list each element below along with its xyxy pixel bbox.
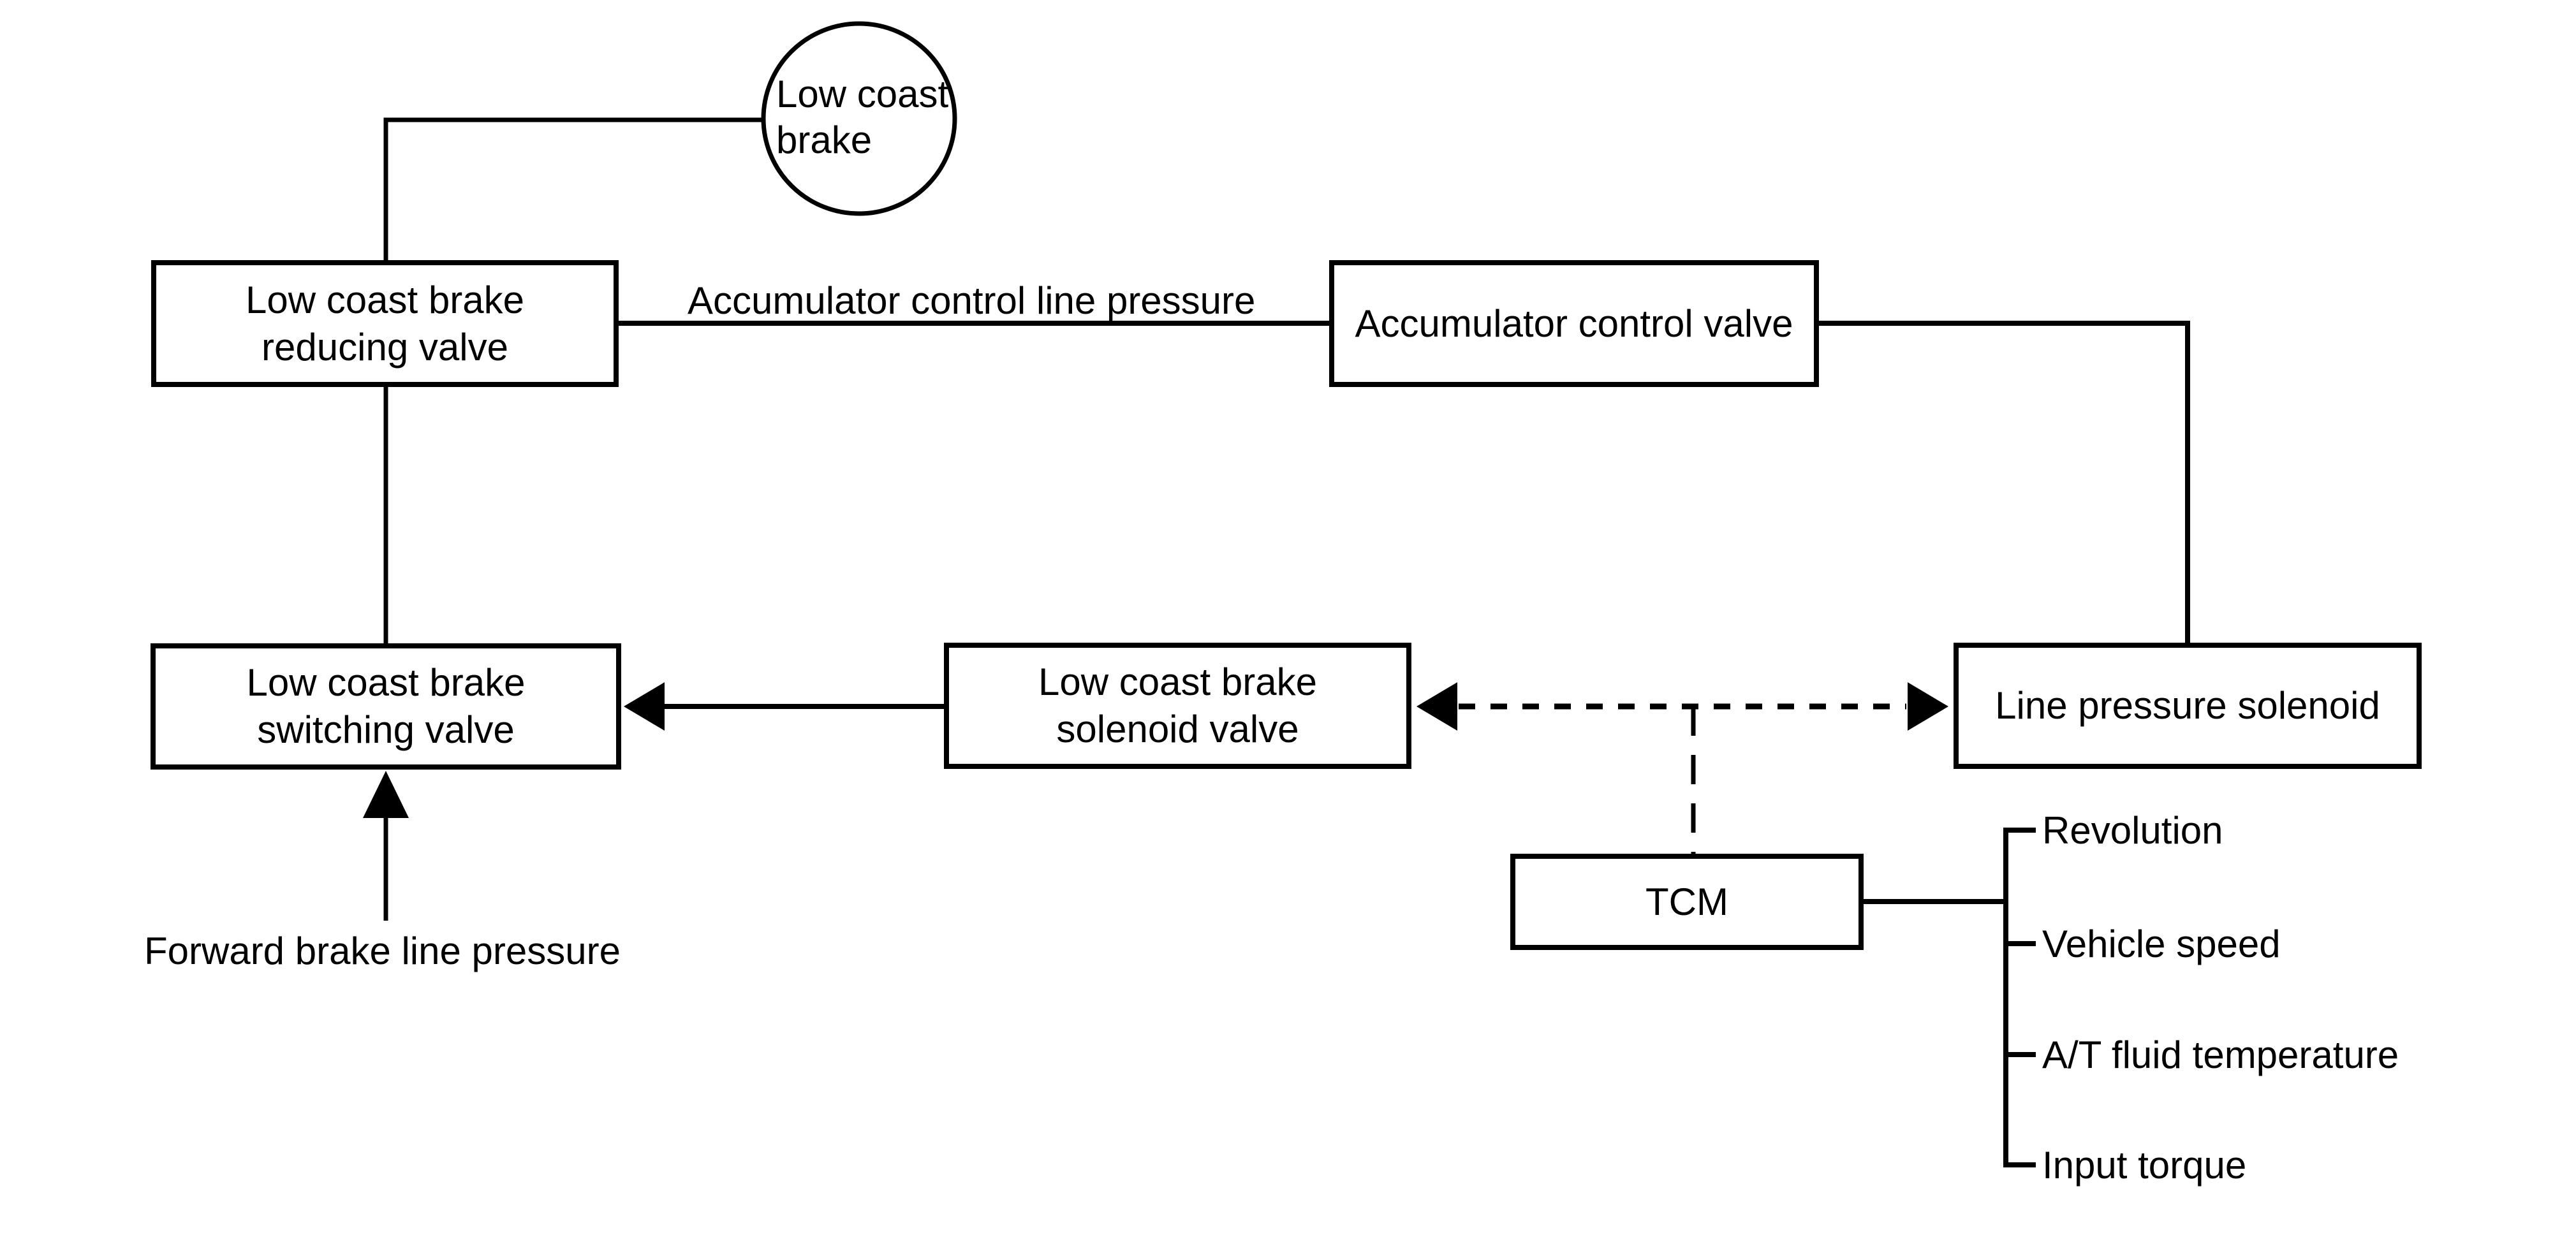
edge-accumulator-to-line-pressure-solenoid (1819, 321, 2190, 643)
node-line-pressure-solenoid-label: Line pressure solenoid (1995, 684, 2380, 727)
node-low-coast-brake-reducing-valve: Low coast brake reducing valve (151, 260, 619, 387)
edge-circle-to-reducing-valve (383, 117, 764, 260)
tcm-input-vehicle-speed: Vehicle speed (2042, 923, 2281, 965)
node-tcm: TCM (1510, 854, 1864, 950)
node-low-coast-brake-solenoid-valve: Low coast brake solenoid valve (944, 643, 1411, 769)
arrowhead-into-solenoid-valve (1417, 682, 1457, 731)
node-low-coast-brake-switching-valve-label: Low coast brake switching valve (246, 661, 526, 751)
node-low-coast-brake-reducing-valve-label: Low coast brake reducing valve (246, 278, 524, 369)
tcm-input-revolution: Revolution (2042, 809, 2223, 852)
tcm-input-bracket (2003, 828, 2036, 1167)
tcm-input-at-fluid-temperature: A/T fluid temperature (2042, 1034, 2399, 1076)
node-line-pressure-solenoid: Line pressure solenoid (1954, 643, 2422, 769)
node-accumulator-control-valve: Accumulator control valve (1329, 260, 1819, 387)
node-low-coast-brake-label: Low coast brake (776, 73, 949, 161)
arrowhead-into-switching-valve-bottom (363, 771, 409, 818)
node-tcm-label: TCM (1645, 880, 1728, 923)
node-low-coast-brake-solenoid-valve-label: Low coast brake solenoid valve (1038, 661, 1317, 750)
arrowhead-into-switching-valve (624, 682, 665, 731)
arrowhead-into-line-pressure-solenoid (1908, 682, 1948, 731)
tcm-input-input-torque: Input torque (2042, 1144, 2247, 1187)
node-accumulator-control-valve-label: Accumulator control valve (1355, 302, 1793, 345)
node-low-coast-brake-switching-valve: Low coast brake switching valve (151, 643, 621, 770)
edge-label-accumulator-control-line-pressure: Accumulator control line pressure (688, 279, 1256, 322)
edge-label-forward-brake-line-pressure: Forward brake line pressure (144, 930, 621, 972)
